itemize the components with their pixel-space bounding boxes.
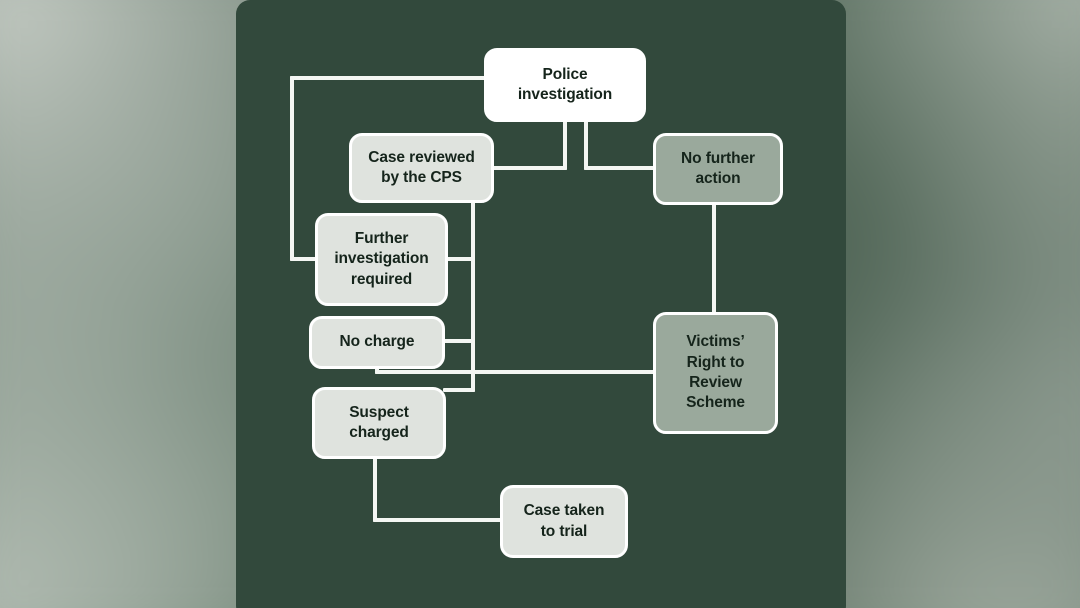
connector-rail-to-no-charge — [443, 339, 475, 343]
connector-police-to-further-horizontal-top — [290, 76, 486, 80]
connector-police-to-cps-horizontal — [486, 166, 567, 170]
connector-rail-to-further — [446, 257, 475, 261]
connector-police-to-nfa-horizontal — [584, 166, 656, 170]
connector-no-charge-to-vrr-horizontal — [375, 370, 656, 374]
node-no-charge-label: No charge — [339, 333, 415, 351]
connector-nfa-to-vrr-vertical — [712, 202, 716, 315]
node-no-charge[interactable]: No charge — [309, 316, 445, 369]
connector-no-charge-down — [375, 365, 379, 374]
connector-suspect-to-trial-horizontal — [373, 518, 503, 522]
connector-police-to-further-horizontal-bottom — [290, 257, 320, 261]
connector-police-to-cps-vertical — [563, 120, 567, 170]
connector-police-to-nfa-vertical — [584, 120, 588, 170]
connector-cps-central-rail — [471, 202, 475, 392]
connector-rail-to-suspect-charged — [443, 388, 475, 392]
connector-police-to-further-vertical — [290, 76, 294, 261]
connector-suspect-to-trial-vertical — [373, 455, 377, 522]
